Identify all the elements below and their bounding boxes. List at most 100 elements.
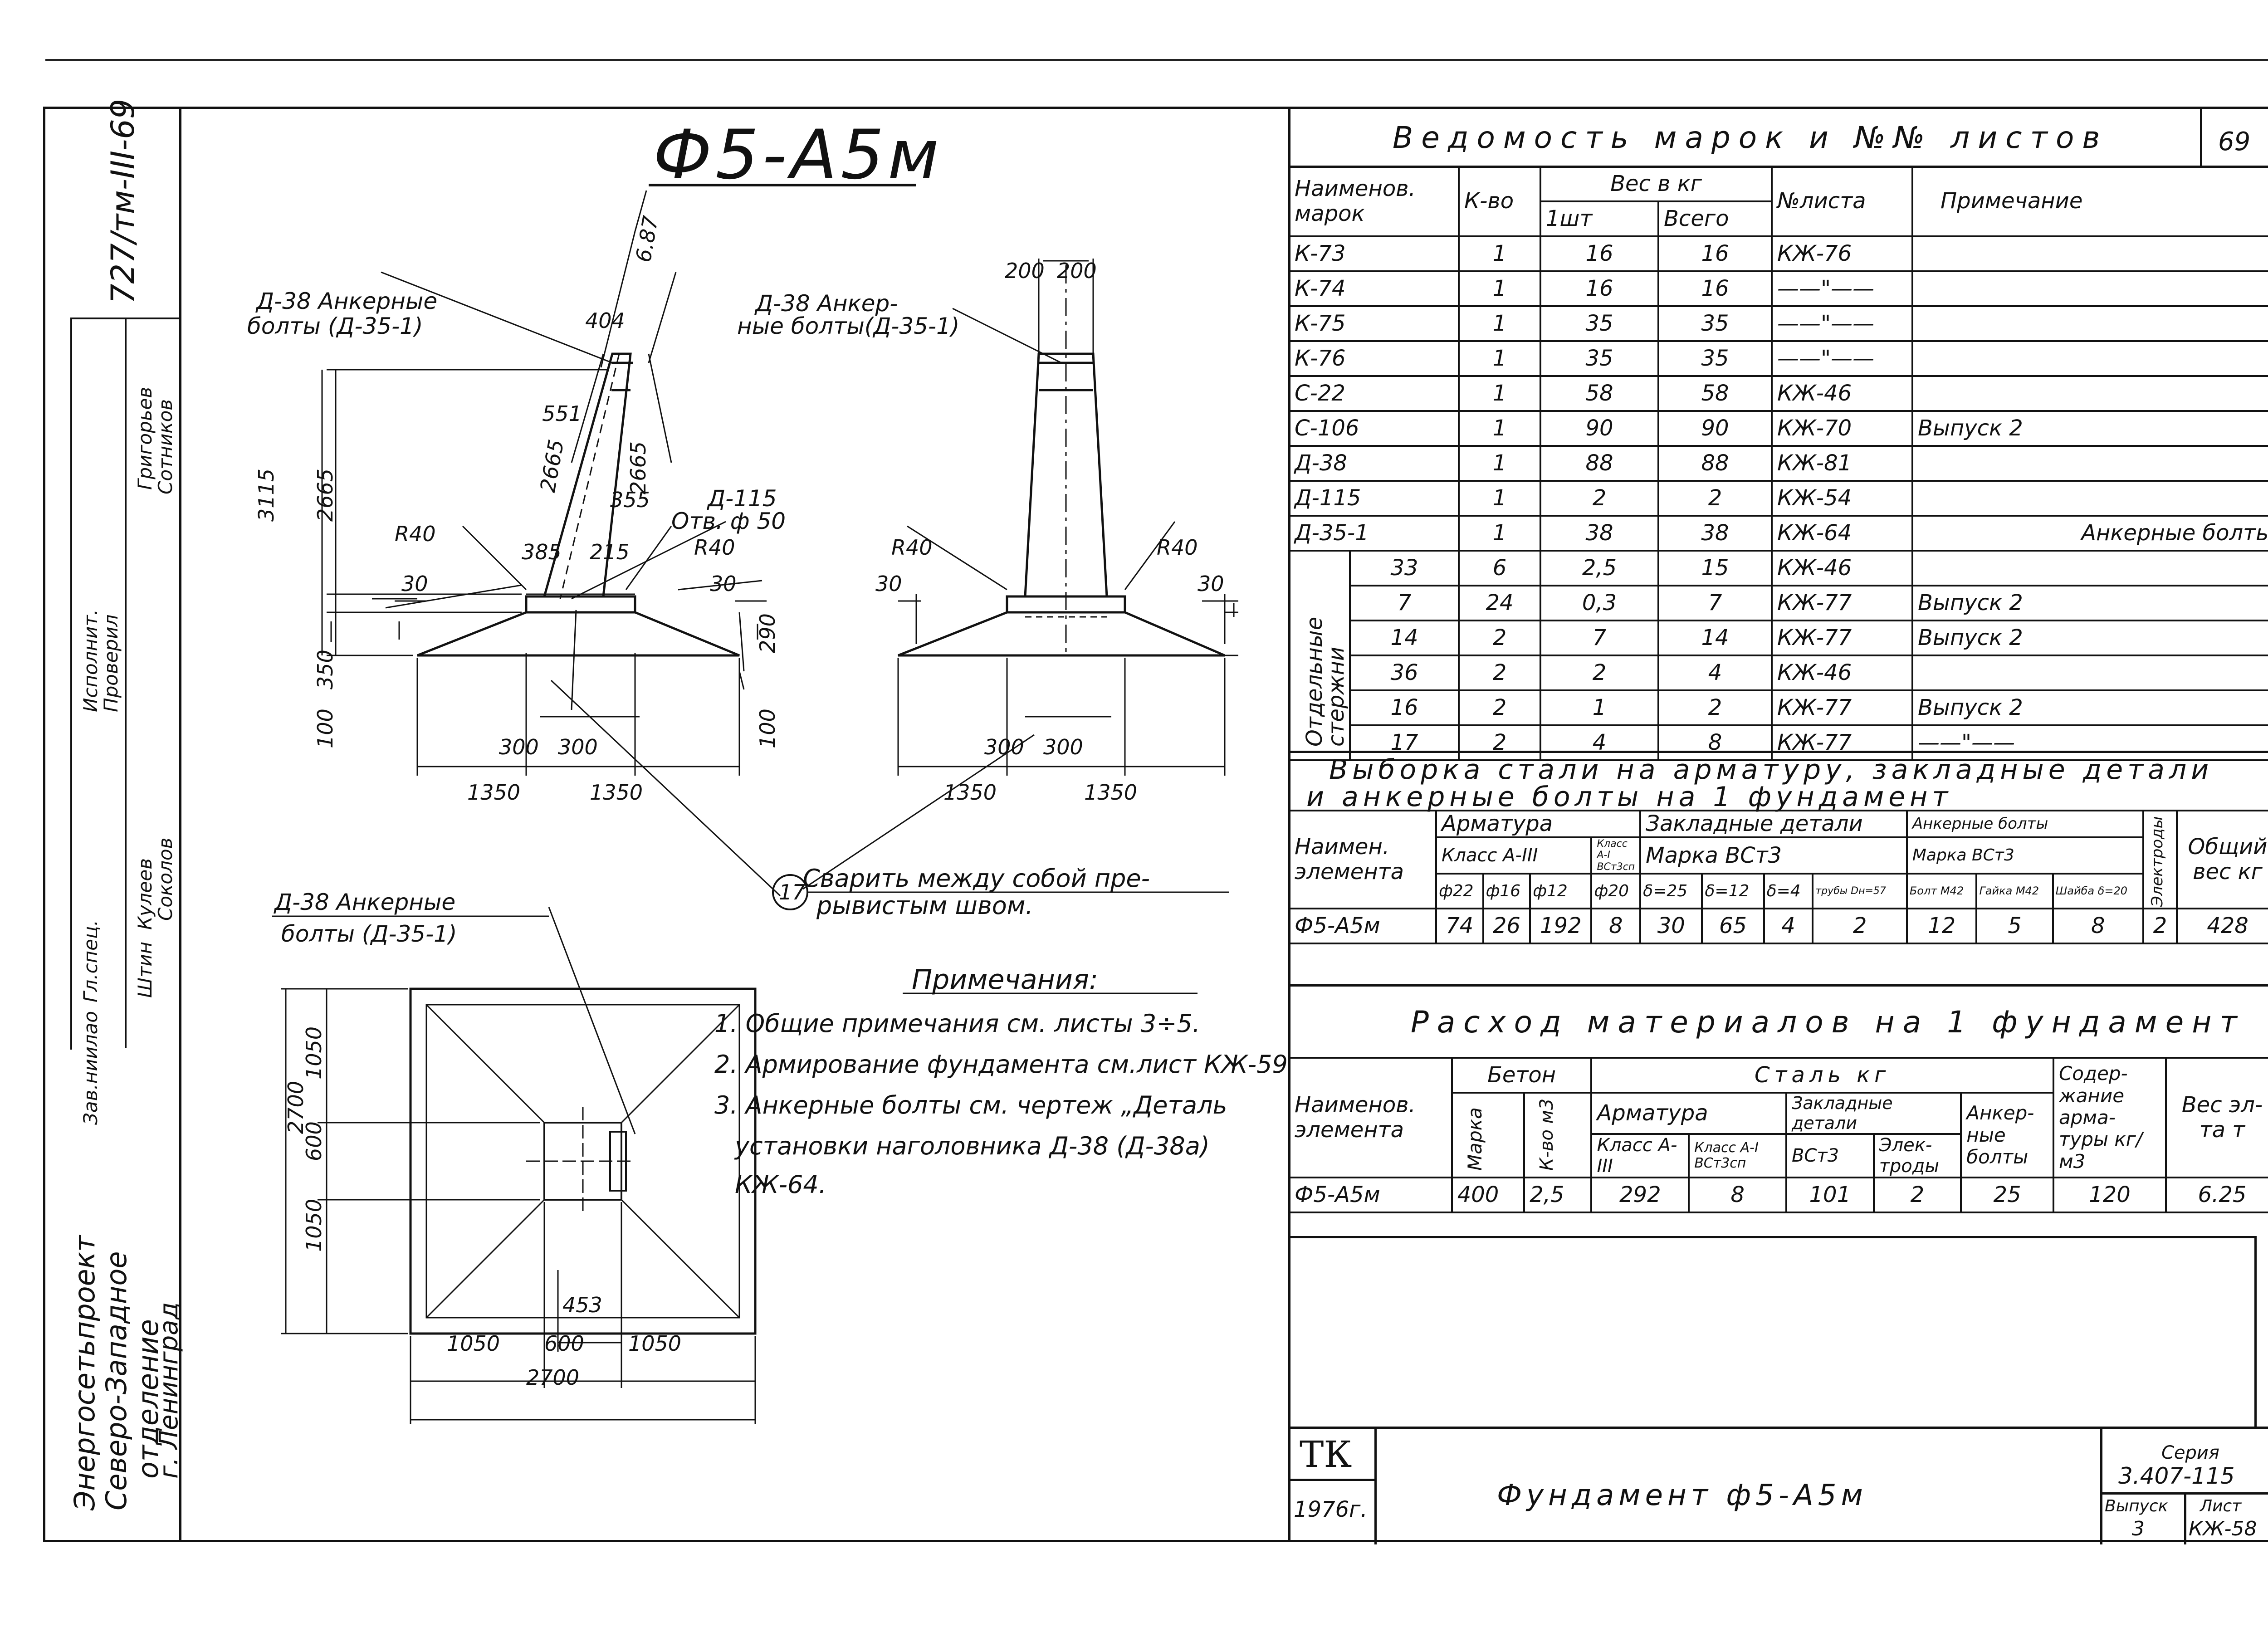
mark-w1: 35	[1540, 340, 1659, 377]
bar-qty: 6	[1458, 550, 1541, 586]
callout-mid-bolts-1: Д-38 Анкер-	[755, 290, 898, 317]
dim-1350-d: 1350	[1084, 780, 1138, 805]
bar-qty: 2	[1458, 689, 1541, 726]
mark-w1: 16	[1540, 235, 1659, 272]
bar-qty: 2	[1458, 620, 1541, 656]
org-line-0: Энергосетьпроект	[68, 1235, 101, 1510]
bar-wt: 7	[1657, 585, 1773, 621]
mark-wt: 16	[1657, 235, 1773, 272]
r40-b: R40	[694, 535, 735, 560]
mark-qty: 1	[1458, 270, 1541, 307]
side-name-4: Сотников	[154, 399, 176, 494]
material-title: Расход материалов на 1 фундамент	[1411, 1005, 2245, 1040]
weld-note-2: рывистым швом.	[816, 891, 1033, 920]
side-strip-divider	[179, 107, 181, 1542]
side-name-1: Штин	[134, 941, 156, 998]
mat-h-w: Вес эл-та т	[2165, 1056, 2268, 1179]
mark-note	[1911, 305, 2268, 342]
mark-wt: 38	[1657, 515, 1773, 552]
plan-453: 453	[562, 1293, 602, 1317]
bar-note	[1911, 550, 2268, 586]
mat-v-c3: 292	[1590, 1177, 1690, 1214]
steel-v-total: 428	[2176, 908, 2268, 945]
mark-qty: 1	[1458, 410, 1541, 447]
steel-h-arm: Арматура	[1435, 809, 1642, 839]
plan-1050-c: 1050	[447, 1331, 500, 1356]
dim-30-a: 30	[401, 572, 428, 596]
mark-note	[1911, 270, 2268, 307]
dim-1350-a: 1350	[467, 780, 521, 805]
drawing-title: Ф5-А5м	[653, 116, 943, 195]
side-name-0: Кулеев	[134, 858, 156, 930]
steel-title-block: Выборка стали на арматуру, закладные дет…	[1288, 751, 2268, 813]
note-1: 1. Общие примечания см. листы 3÷5.	[714, 1009, 1200, 1038]
mat-h-anch: Анкер- ные болты	[1960, 1091, 2054, 1179]
steel-v-el: 2	[2142, 908, 2178, 945]
mat-h-cls1: Класс А-I ВСт3сп	[1688, 1133, 1787, 1179]
bar-w1: 4	[1540, 724, 1659, 761]
bar-sheet: КЖ-46	[1771, 550, 1913, 586]
steel-h-anch: Анкерные болты	[1906, 809, 2145, 839]
mark-wt: 58	[1657, 375, 1773, 412]
top-rule	[45, 59, 2268, 61]
dim-300-a: 300	[499, 735, 539, 759]
marks-table: Наименов. марок К-во Вес в кг №листа При…	[1288, 166, 2268, 761]
side-name-3: Григорьев	[134, 386, 156, 490]
steel-sub-h: Болт М42	[1906, 873, 1978, 910]
steel-sub-h: ф22	[1435, 873, 1484, 910]
plan-2700-h: 2700	[526, 1365, 580, 1390]
mark-name: К-75	[1288, 305, 1460, 342]
mat-h-cls3: Класс А-III	[1590, 1133, 1690, 1179]
bar-note	[1911, 655, 2268, 691]
mark-sheet: КЖ-46	[1771, 375, 1913, 412]
elevation-right	[897, 259, 1238, 776]
material-right-rule	[2254, 1236, 2257, 1427]
mat-h-vst: ВСт3	[1785, 1133, 1875, 1179]
note-3: 3. Анкерные болты см. чертеж „Деталь	[714, 1091, 1227, 1119]
marks-h-name: Наименов. марок	[1288, 166, 1460, 237]
mark-wt: 35	[1657, 340, 1773, 377]
steel-h-emb-sub: Марка ВСт3	[1639, 836, 1908, 875]
bar-w1: 1	[1540, 689, 1659, 726]
bar-note: Выпуск 2	[1911, 585, 2268, 621]
series-label: Серия	[2161, 1442, 2219, 1463]
dim-350: 350	[313, 650, 337, 689]
mark-wt: 88	[1657, 445, 1773, 482]
steel-sub-h: ф16	[1482, 873, 1531, 910]
sheet-number-top: 69	[2218, 127, 2251, 156]
dim-300-d: 300	[1043, 735, 1083, 759]
mat-h-el: Элек- троды	[1872, 1133, 1962, 1179]
marks-h-wt: Всего	[1657, 200, 1773, 237]
callout-d115-1: Д-115	[708, 485, 777, 512]
mark-qty: 1	[1458, 515, 1541, 552]
steel-sub-h: Шайба δ=20	[2052, 873, 2145, 910]
steel-sub-h: трубы Dн=57	[1812, 873, 1908, 910]
dim-30-c: 30	[875, 572, 902, 596]
dim-100-b: 100	[755, 709, 780, 748]
series-value: 3.407-115	[2118, 1463, 2235, 1489]
bar-wt: 4	[1657, 655, 1773, 691]
steel-v: 65	[1701, 908, 1765, 945]
dim-404: 404	[585, 308, 625, 333]
mark-name: Д-38	[1288, 445, 1460, 482]
mat-h-beton: Бетон	[1451, 1057, 1593, 1094]
plan-1050-b: 1050	[302, 1198, 326, 1252]
steel-sub-h: ф20	[1590, 873, 1642, 910]
bar-note: Выпуск 2	[1911, 620, 2268, 656]
drawing-frame	[43, 107, 2268, 1542]
weld-number: 17	[779, 880, 806, 904]
callout-mid-bolts-2: ные болты(Д-35-1)	[737, 313, 960, 339]
steel-v: 4	[1763, 908, 1814, 945]
callout-left-bolts-1: Д-38 Анкерные	[256, 288, 438, 314]
dim-2665-a: 2665	[313, 468, 337, 522]
mark-w1: 2	[1540, 480, 1659, 517]
steel-h-arm-cls: Класс А-III	[1435, 836, 1593, 875]
mark-w1: 38	[1540, 515, 1659, 552]
